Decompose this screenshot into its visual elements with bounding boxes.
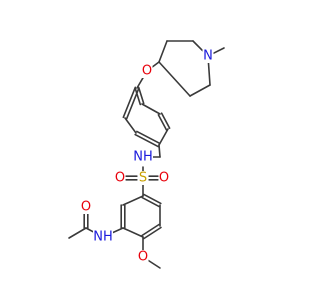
atom-label-n-pip: N: [203, 49, 213, 64]
double-bond-line: [136, 130, 161, 145]
single-bond: [122, 195, 144, 206]
single-bond: [68, 227, 87, 239]
double-bond-line: [134, 133, 159, 148]
single-bond: [158, 61, 191, 97]
atom-label-nh-amide: NH: [93, 230, 113, 245]
double-bond-line: [143, 193, 162, 205]
atom-label-background: [137, 250, 149, 264]
single-bond: [111, 227, 124, 234]
single-bond: [151, 61, 160, 69]
atom-label-background: [80, 200, 92, 214]
single-bond: [158, 144, 161, 158]
double-bond-line: [122, 86, 137, 119]
atom-label-o-methoxy: O: [138, 250, 148, 265]
atom-label-o-sulfonyl-left: O: [115, 171, 125, 186]
single-bond: [189, 84, 211, 97]
atom-label-o-sulfonyl-right: O: [159, 171, 169, 186]
single-bond: [158, 128, 169, 146]
double-bond-line: [125, 87, 140, 120]
single-bond: [192, 40, 205, 53]
atom-label-background: [141, 64, 153, 78]
atom-label-background: [93, 230, 113, 244]
single-bond: [85, 227, 95, 234]
double-bond-line: [137, 86, 145, 105]
atom-label-s-sulfonyl: S: [139, 171, 147, 186]
atom-label-background: [114, 171, 126, 185]
single-bond: [141, 103, 161, 115]
atom-label-background: [158, 171, 170, 185]
double-bond-line: [157, 114, 168, 131]
single-bond: [158, 40, 168, 63]
atom-label-o-carbonyl: O: [81, 200, 91, 215]
double-bond-line: [141, 223, 160, 237]
single-bond: [212, 47, 225, 55]
single-bond: [147, 259, 161, 269]
atom-label-background: [137, 171, 149, 185]
single-bond: [122, 227, 144, 238]
atom-label-background: [133, 150, 153, 164]
atom-label-background: [202, 49, 214, 63]
atom-label-nh-sulfonamide: NH: [133, 150, 153, 165]
double-bond-line: [143, 226, 162, 240]
double-bond-line: [141, 196, 160, 208]
double-bond-line: [134, 87, 142, 106]
single-bond: [207, 61, 211, 86]
single-bond: [136, 75, 145, 89]
atom-label-o-ether: O: [142, 64, 152, 79]
double-bond-line: [160, 112, 171, 129]
single-bond: [124, 117, 137, 134]
